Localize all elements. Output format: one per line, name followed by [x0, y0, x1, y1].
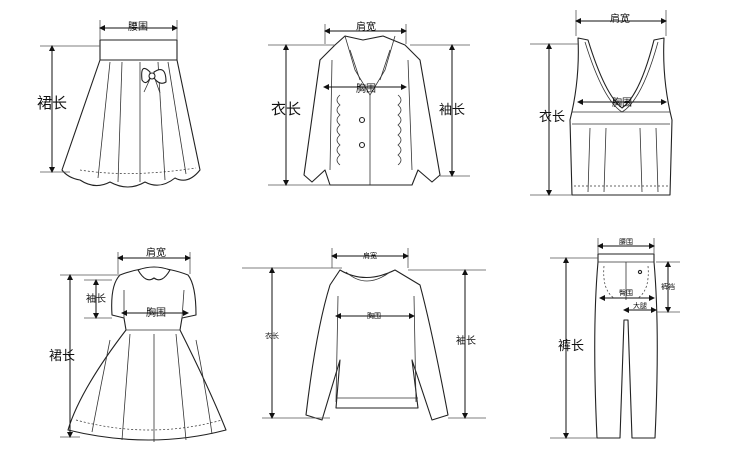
pants-illustration [594, 253, 658, 439]
skirt-panel: 腰围 裙长 [37, 20, 201, 188]
jacket-shoulder-label: 肩宽 [356, 20, 376, 33]
jacket-illustration [303, 35, 441, 186]
pants-rise-label: 裤裆 [661, 282, 675, 291]
sweater-shoulder-label: 肩宽 [363, 251, 377, 260]
vest-illustration [569, 37, 673, 196]
sweater-chest-label: 胸围 [367, 311, 381, 320]
vest-shoulder-label: 肩宽 [610, 12, 630, 25]
sweater-sleeve-label: 袖长 [456, 334, 476, 347]
vest-chest-label: 胸围 [612, 96, 632, 109]
sweater-length-label: 衣长 [265, 331, 279, 340]
sweater-illustration [305, 269, 449, 421]
pants-thigh-label: 大腿 [633, 301, 647, 310]
dress-panel: 裙长 肩宽 袖长 胸围 [49, 246, 227, 442]
jacket-length-label: 衣长 [271, 100, 301, 118]
vest-panel: 衣长 肩宽 胸围 [530, 10, 673, 196]
pants-length-label: 裤长 [558, 339, 584, 354]
sweater-panel: 衣长 肩宽 胸围 袖长 [242, 248, 486, 421]
pants-panel: 裤长 腰围 臀围 裤裆 大腿 [550, 238, 680, 439]
skirt-illustration [61, 39, 201, 188]
dress-shoulder-label: 肩宽 [146, 246, 166, 259]
dress-chest-label: 胸围 [146, 306, 166, 319]
vest-length-label: 衣长 [539, 109, 565, 125]
skirt-waist-label: 腰围 [128, 21, 148, 33]
pants-hip-label: 臀围 [619, 289, 633, 297]
dress-length-label: 裙长 [49, 349, 75, 364]
skirt-length-label: 裙长 [37, 94, 67, 112]
dress-sleeve-label: 袖长 [86, 292, 106, 305]
pants-waist-label: 腰围 [619, 238, 633, 246]
jacket-sleeve-label: 袖长 [439, 103, 465, 118]
jacket-panel: 衣长 肩宽 胸围 袖长 [268, 20, 470, 186]
jacket-chest-label: 胸围 [356, 82, 376, 95]
